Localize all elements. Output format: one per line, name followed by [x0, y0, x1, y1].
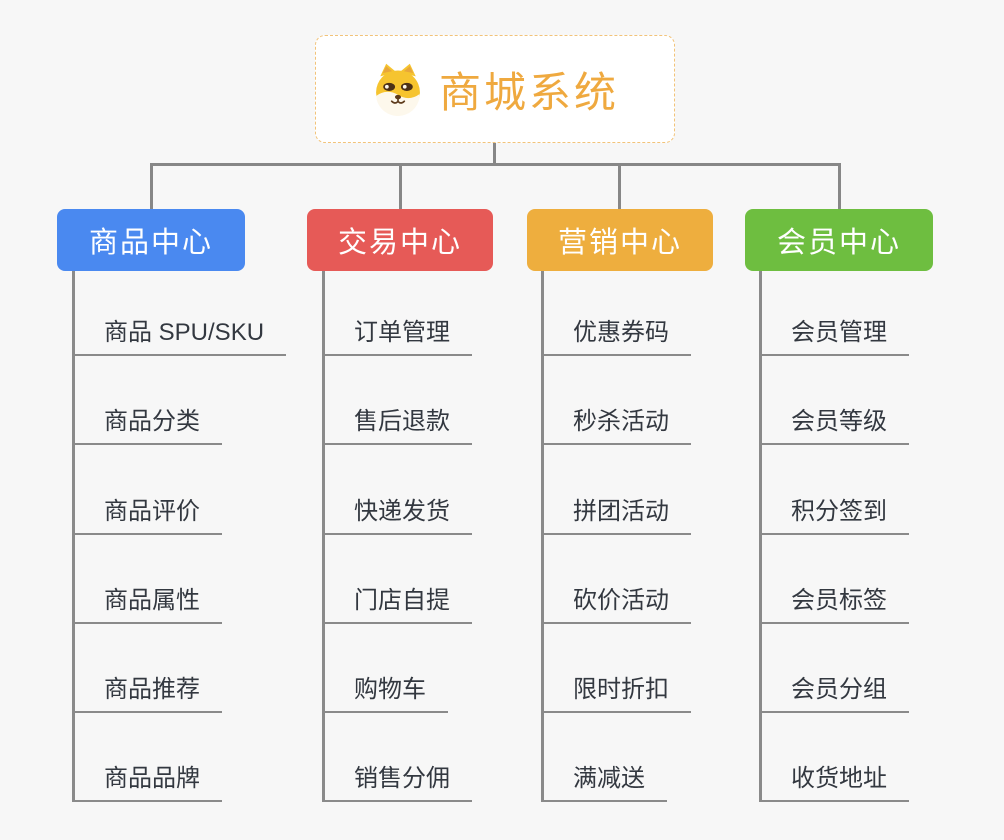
leaf-node[interactable]: 会员分组	[759, 675, 909, 713]
leaf-node[interactable]: 商品推荐	[72, 675, 222, 713]
branch-children-product: 商品 SPU/SKU 商品分类 商品评价 商品属性 商品推荐 商品品牌	[72, 271, 352, 802]
leaf-node[interactable]: 会员等级	[759, 407, 909, 445]
branch-marketing-center[interactable]: 营销中心	[527, 209, 713, 271]
leaf-node[interactable]: 商品品牌	[72, 764, 222, 802]
connector-drop-product	[150, 163, 153, 209]
leaf-node[interactable]: 商品 SPU/SKU	[72, 318, 287, 356]
leaf-node[interactable]: 积分签到	[759, 497, 909, 535]
connector-drop-trade	[399, 163, 402, 209]
branch-member-center[interactable]: 会员中心	[745, 209, 933, 271]
leaf-node[interactable]: 商品分类	[72, 407, 222, 445]
leaf-node[interactable]: 售后退款	[322, 407, 472, 445]
branch-children-member: 会员管理 会员等级 积分签到 会员标签 会员分组 收货地址	[759, 271, 1004, 802]
connector-root-stub	[493, 143, 496, 164]
branch-product-center[interactable]: 商品中心	[57, 209, 245, 271]
leaf-node[interactable]: 砍价活动	[541, 586, 691, 624]
connector-spine	[322, 271, 325, 800]
connector-drop-member	[838, 163, 841, 209]
leaf-node[interactable]: 收货地址	[759, 764, 909, 802]
leaf-node[interactable]: 拼团活动	[541, 497, 691, 535]
connector-spine	[541, 271, 544, 800]
leaf-node[interactable]: 秒杀活动	[541, 407, 691, 445]
leaf-node[interactable]: 会员管理	[759, 318, 909, 356]
connector-drop-marketing	[618, 163, 621, 209]
root-title: 商城系统	[438, 68, 619, 116]
leaf-node[interactable]: 满减送	[541, 764, 667, 802]
leaf-node[interactable]: 优惠券码	[541, 318, 691, 356]
connector-spine	[72, 271, 75, 800]
branch-children-trade: 订单管理 售后退款 快递发货 门店自提 购物车 销售分佣	[322, 271, 602, 802]
leaf-node[interactable]: 快递发货	[322, 497, 472, 535]
connector-spine	[759, 271, 762, 800]
root-node[interactable]: 商城系统	[315, 35, 675, 143]
leaf-node[interactable]: 商品属性	[72, 586, 222, 624]
branch-children-marketing: 优惠券码 秒杀活动 拼团活动 砍价活动 限时折扣 满减送	[541, 271, 821, 802]
leaf-node[interactable]: 门店自提	[322, 586, 472, 624]
leaf-node[interactable]: 限时折扣	[541, 675, 691, 713]
leaf-node[interactable]: 订单管理	[322, 318, 472, 356]
shiba-dog-icon	[376, 63, 420, 116]
connector-horizontal-bar	[150, 163, 841, 166]
leaf-node[interactable]: 销售分佣	[322, 764, 472, 802]
leaf-node[interactable]: 购物车	[322, 675, 448, 713]
leaf-node[interactable]: 会员标签	[759, 586, 909, 624]
branch-trade-center[interactable]: 交易中心	[307, 209, 493, 271]
leaf-node[interactable]: 商品评价	[72, 497, 222, 535]
